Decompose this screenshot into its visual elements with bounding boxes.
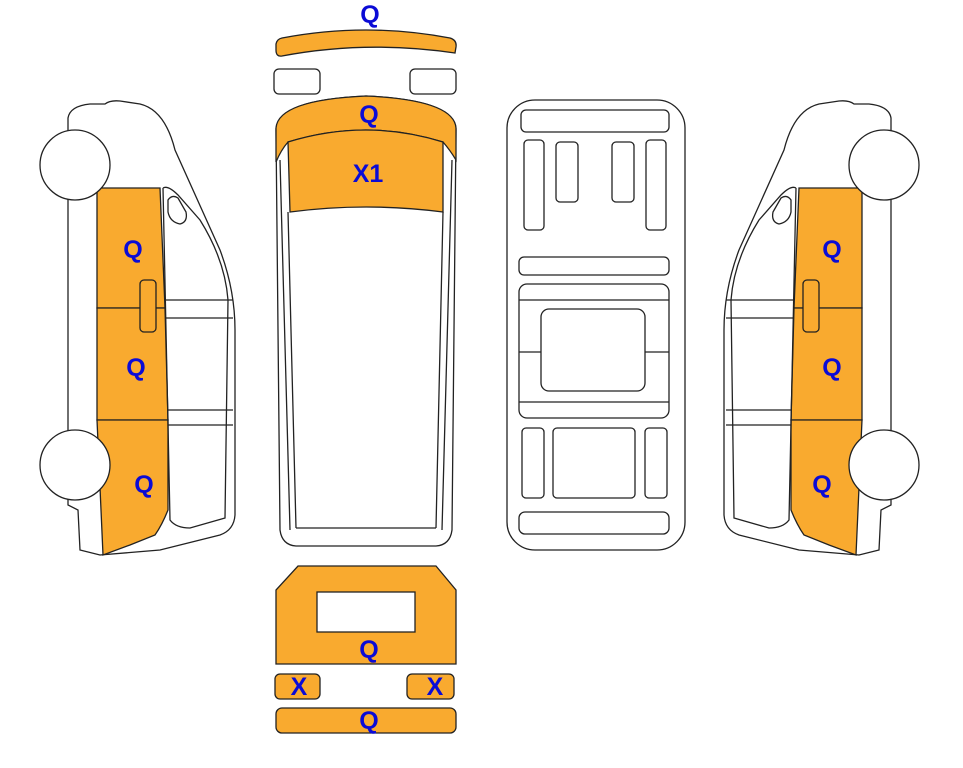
right-headlight[interactable] [409, 68, 457, 95]
underside-part [523, 139, 545, 231]
right-side-view [723, 100, 920, 556]
underside-part [611, 141, 635, 203]
left-headlight[interactable] [273, 68, 321, 95]
left-taillight-label: X [291, 673, 308, 701]
front-bumper-label: Q [360, 1, 379, 29]
left-middle-label: Q [126, 354, 145, 382]
underside-part [555, 141, 579, 203]
hood-label: Q [359, 101, 378, 129]
right-middle-label: Q [822, 354, 841, 382]
underside-part [518, 256, 670, 276]
left-rear-wheel [39, 429, 111, 501]
front-view [273, 29, 457, 95]
left-side-view [39, 100, 236, 556]
right-mirror [771, 195, 792, 225]
rear-window [316, 591, 416, 633]
left-rear-panel[interactable] [96, 419, 169, 556]
front-bumper-panel[interactable] [275, 29, 457, 57]
top-right-rail [435, 159, 453, 531]
right-rear-label: Q [812, 471, 831, 499]
top-view [275, 95, 457, 547]
right-front-wheel [848, 129, 920, 201]
right-door-handle [802, 279, 820, 333]
underside-part [520, 109, 670, 133]
underside-part [521, 427, 545, 499]
underside-part [540, 308, 646, 392]
rear-bumper-panel[interactable] [275, 707, 457, 734]
top-left-rail [279, 159, 297, 531]
rear-view [274, 565, 457, 734]
left-taillight-panel[interactable] [274, 673, 321, 700]
right-rear-wheel [848, 429, 920, 501]
right-taillight-panel[interactable] [406, 673, 455, 700]
underside-part [644, 427, 668, 499]
rear-bumper-label: Q [359, 707, 378, 735]
tailgate-label: Q [359, 636, 378, 664]
right-side-windows [726, 186, 797, 529]
right-taillight-label: X [427, 673, 444, 701]
underside-part [645, 139, 667, 231]
underside-part [518, 511, 670, 535]
left-front-wheel [39, 129, 111, 201]
left-door-handle [139, 279, 157, 333]
underside-part [552, 427, 636, 499]
left-mirror [167, 195, 188, 225]
right-rear-panel[interactable] [790, 419, 863, 556]
windshield-label: X1 [353, 160, 384, 188]
right-front-label: Q [822, 236, 841, 264]
underside-view [506, 99, 686, 551]
left-front-label: Q [123, 236, 142, 264]
left-side-windows [162, 186, 233, 529]
left-rear-label: Q [134, 471, 153, 499]
